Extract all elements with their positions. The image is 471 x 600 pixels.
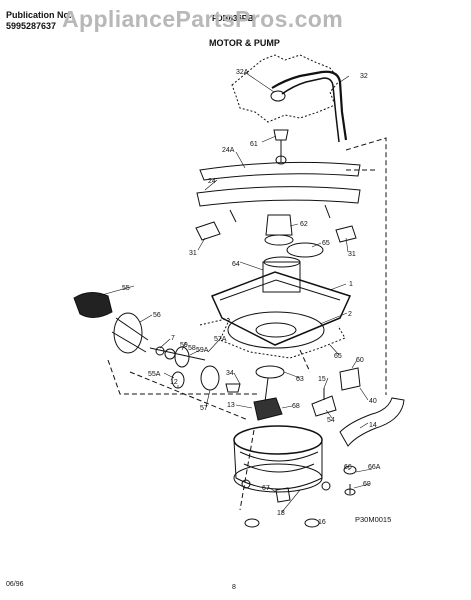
footer-page-number: 8 <box>232 584 236 591</box>
part-61-nut <box>273 129 289 141</box>
bracket-31-right <box>335 225 357 243</box>
part-7-washer <box>155 346 165 356</box>
label-part: 62 <box>300 221 308 228</box>
label-part: 13 <box>227 402 235 409</box>
part-34-clip <box>225 383 241 393</box>
part-57-impeller <box>200 365 220 391</box>
label-part: 60 <box>356 357 364 364</box>
part-16-foot-left <box>244 518 260 528</box>
label-part: 54 <box>327 417 335 424</box>
label-part: 32A <box>236 69 249 76</box>
part-63-pump-housing <box>255 365 285 379</box>
label-part: 61 <box>250 141 258 148</box>
label-part: 2 <box>348 311 352 318</box>
watermark-logo: AppliancePartsPros.com <box>62 6 344 32</box>
label-part: 24A <box>222 147 235 154</box>
label-part: 57 <box>200 405 208 412</box>
label-part: 59A <box>196 347 209 354</box>
part-14-pump-housing <box>233 425 323 455</box>
label-part: 7 <box>171 335 175 342</box>
part-66-washer <box>343 465 357 475</box>
part-2-filter-screen <box>227 311 325 349</box>
figure-code: P30M0015 <box>355 515 391 524</box>
label-part: 14 <box>369 422 377 429</box>
label-part: 69 <box>363 481 371 488</box>
part-60-inlet <box>339 367 361 391</box>
label-part: 63 <box>296 376 304 383</box>
label-part: 64 <box>232 261 240 268</box>
part-54-valve <box>311 395 337 417</box>
part-16-foot-right <box>304 518 320 528</box>
label-part: 18 <box>277 510 285 517</box>
label-part: 31 <box>189 250 197 257</box>
label-part: 65 <box>322 240 330 247</box>
part-59-seal <box>164 348 176 360</box>
label-part: 66A <box>368 464 381 471</box>
part-55-motor-cover <box>73 292 113 318</box>
label-part: 58 <box>188 345 196 352</box>
label-part: 12 <box>170 379 178 386</box>
label-part: 15 <box>318 376 326 383</box>
spray-arm-upper <box>199 161 361 181</box>
label-part: 34 <box>226 370 234 377</box>
part-62-hub <box>265 214 293 236</box>
spray-arm-lower <box>196 186 361 207</box>
bracket-31-left <box>195 221 221 241</box>
label-part: 24 <box>208 178 216 185</box>
part-67-bracket <box>275 487 291 503</box>
label-part: 1 <box>349 281 353 288</box>
label-part: 65 <box>334 353 342 360</box>
label-part: 56 <box>153 312 161 319</box>
label-part: 59 <box>180 342 188 349</box>
label-part: 32 <box>360 73 368 80</box>
label-part: 40 <box>369 398 377 405</box>
part-18-grommet <box>241 479 251 489</box>
label-part: 68 <box>292 403 300 410</box>
label-part: 31 <box>348 251 356 258</box>
spray-outline-top <box>231 54 341 123</box>
label-part: 55A <box>148 371 161 378</box>
part-labels: 32A 32 61 24A 24 62 31 65 31 64 1 55 56 … <box>122 69 391 526</box>
label-part: 66 <box>344 464 352 471</box>
part-64-filter <box>262 261 301 293</box>
label-part: 57A <box>214 336 227 343</box>
part-58-impeller <box>174 346 190 368</box>
part-1-sump <box>210 271 352 346</box>
part-13-pump <box>253 397 283 421</box>
label-part: 16 <box>318 519 326 526</box>
model-number: FDB636RB <box>212 14 254 23</box>
feed-tube <box>271 70 348 141</box>
label-part: 67 <box>262 485 270 492</box>
pump-shaft <box>149 347 206 361</box>
label-part: 55 <box>122 285 130 292</box>
publication-label: Publication No. <box>6 10 72 20</box>
part-40-hose <box>339 397 405 447</box>
part-65-gasket <box>286 242 324 258</box>
section-title: MOTOR & PUMP <box>209 38 280 48</box>
tube-nut-32a <box>270 90 286 102</box>
footer-date: 06/96 <box>6 581 24 588</box>
publication-number: 5995287637 <box>6 21 57 31</box>
